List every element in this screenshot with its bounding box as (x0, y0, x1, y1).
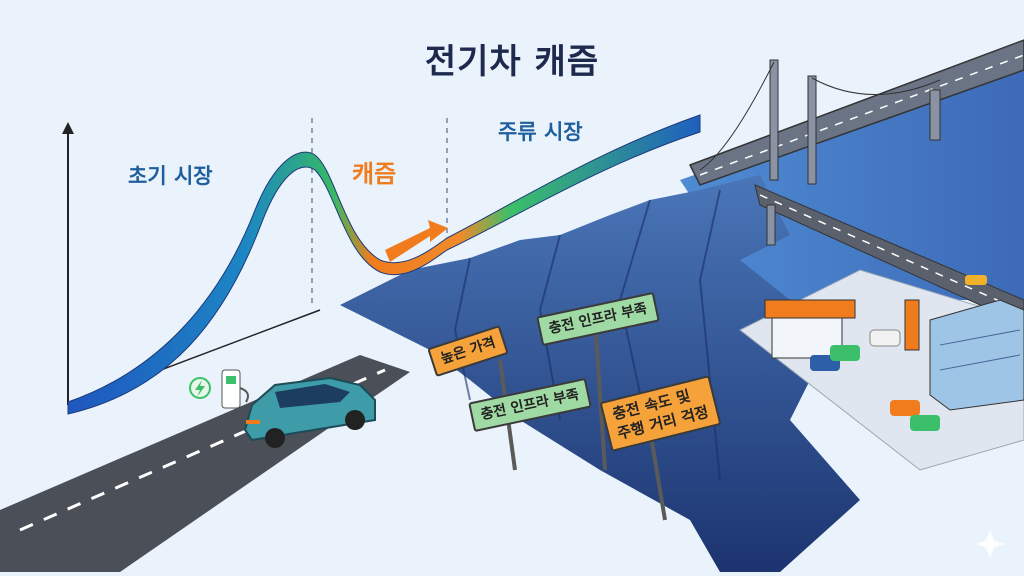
stage-label-chasm: 캐즘 (352, 160, 397, 188)
bridge-icon (688, 39, 1024, 326)
charging-station-icon (221, 369, 249, 409)
stage-label-early: 초기 시장 (128, 164, 213, 188)
electric-car-icon (243, 376, 376, 448)
y-axis-arrow (62, 122, 74, 134)
page-title: 전기차 캐즘 (424, 42, 600, 82)
lightning-bolt-icon (189, 377, 211, 399)
parked-cars (810, 275, 987, 431)
chasm-arrow (385, 220, 448, 262)
building-icon (929, 299, 1024, 411)
stage-label-mainstream: 주류 시장 (498, 120, 583, 144)
adoption-curve (67, 114, 701, 415)
sparkle-icon (976, 530, 1004, 558)
